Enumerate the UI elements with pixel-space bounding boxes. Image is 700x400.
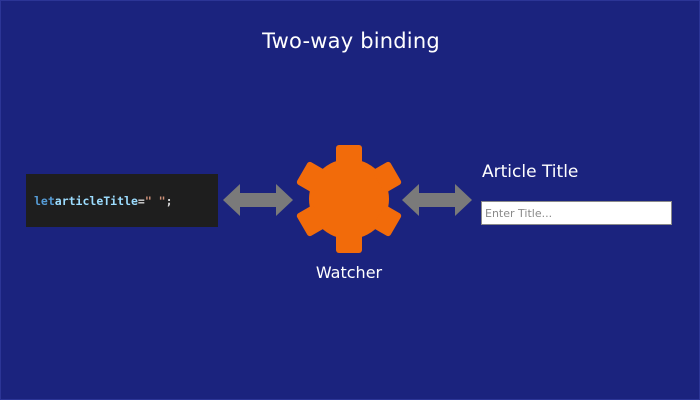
double-arrow-icon bbox=[402, 184, 472, 216]
double-arrow-icon bbox=[223, 184, 293, 216]
code-snippet: let articleTitle = " "; bbox=[26, 174, 218, 227]
code-string-value: " " bbox=[144, 193, 166, 208]
code-variable: articleTitle bbox=[54, 193, 138, 208]
code-keyword: let bbox=[34, 193, 55, 208]
article-title-label: Article Title bbox=[482, 162, 579, 182]
diagram-title: Two-way binding bbox=[262, 29, 440, 53]
code-operator: = bbox=[137, 193, 145, 208]
article-title-input[interactable] bbox=[481, 201, 672, 225]
code-terminator: ; bbox=[165, 193, 173, 208]
gear-icon bbox=[296, 145, 402, 253]
watcher-label: Watcher bbox=[315, 263, 383, 282]
